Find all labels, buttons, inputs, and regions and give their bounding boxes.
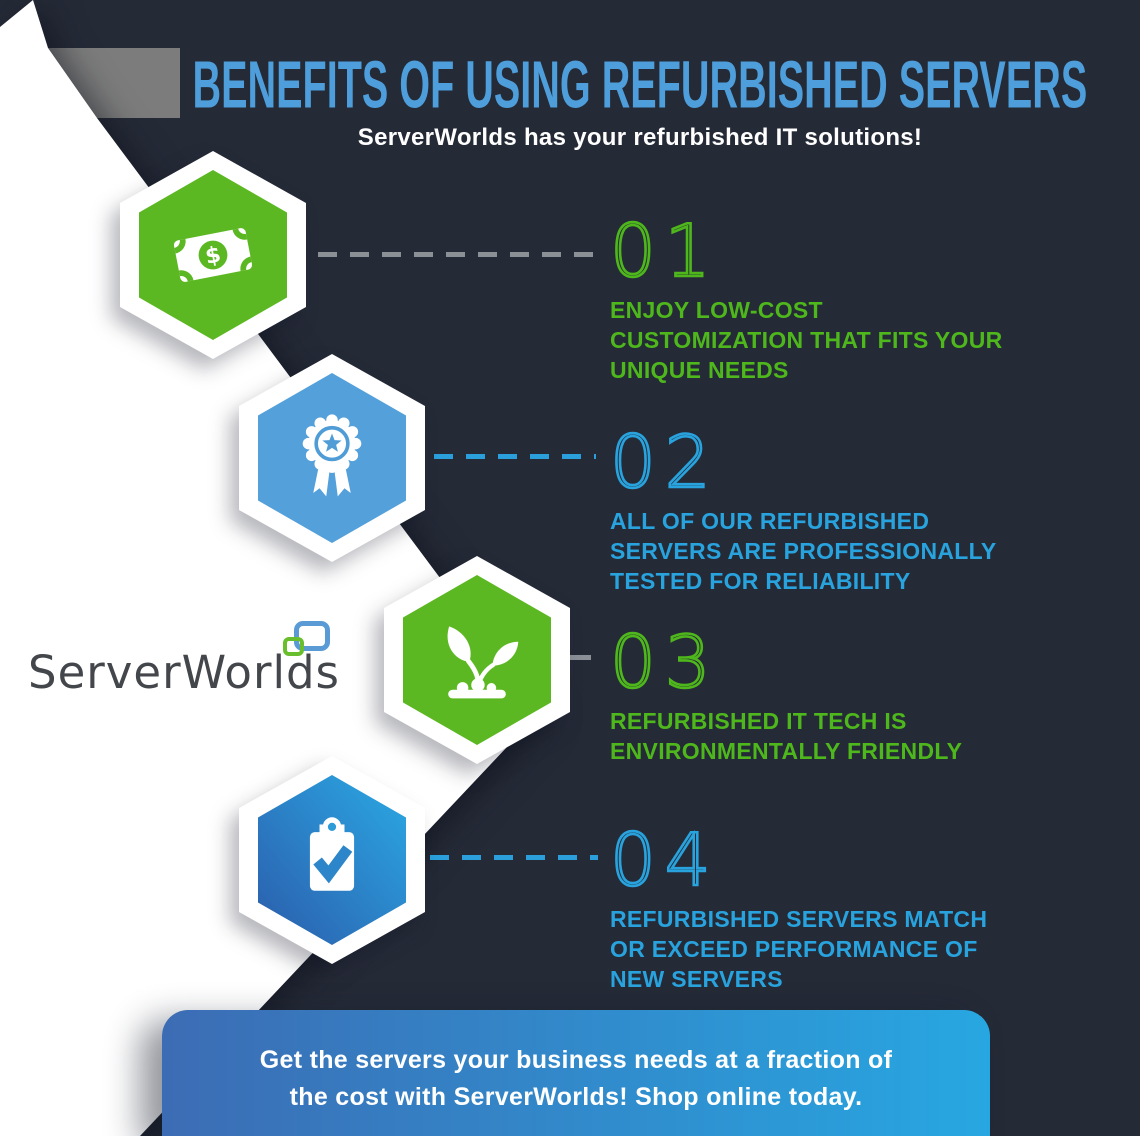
benefit-number-2: 02 [609, 420, 720, 504]
hexagon-plant [384, 556, 570, 764]
svg-text:$: $ [203, 242, 223, 269]
serverworlds-logo: ServerWorlds [28, 620, 368, 710]
connector-dash-3 [570, 655, 591, 660]
benefit-text-1: ENJOY LOW-COST CUSTOMIZATION THAT FITS Y… [610, 297, 1003, 383]
connector-dash-2 [434, 454, 596, 459]
benefit-section-2: 02 ALL OF OUR REFURBISHED SERVERS ARE PR… [609, 420, 1080, 596]
benefit-text-2: ALL OF OUR REFURBISHED SERVERS ARE PROFE… [610, 508, 997, 594]
logo-mark-blue-icon [294, 621, 330, 651]
plant-icon [447, 626, 519, 699]
benefit-section-1: 01 ENJOY LOW-COST CUSTOMIZATION THAT FIT… [609, 209, 1080, 385]
logo-mark-green-icon [283, 637, 304, 656]
benefit-section-4: 04 REFURBISHED SERVERS MATCH OR EXCEED P… [609, 818, 1080, 994]
clipboard-check-icon [309, 817, 355, 891]
connector-dash-4 [430, 855, 598, 860]
connector-dash-1 [318, 252, 596, 257]
page-title: BENEFITS OF USING REFURBISHED SERVERS [192, 46, 1088, 123]
award-ribbon-icon [302, 414, 362, 497]
benefit-text-3: REFURBISHED IT TECH IS ENVIRONMENTALLY F… [610, 708, 963, 764]
benefit-number-1: 01 [609, 209, 720, 293]
money-icon: $ [173, 227, 253, 283]
cta-text: Get the servers your business needs at a… [259, 1046, 893, 1111]
benefit-section-3: 03 REFURBISHED IT TECH IS ENVIRONMENTALL… [609, 620, 1080, 766]
hexagon-clipboard [239, 756, 425, 964]
benefit-number-4: 04 [609, 818, 720, 902]
hexagon-money: $ [120, 151, 306, 359]
page-subtitle: ServerWorlds has your refurbished IT sol… [357, 124, 923, 151]
benefit-number-3: 03 [609, 620, 720, 704]
cta-banner: Get the servers your business needs at a… [162, 1010, 990, 1136]
hexagon-award [239, 354, 425, 562]
benefit-text-4: REFURBISHED SERVERS MATCH OR EXCEED PERF… [610, 906, 988, 992]
